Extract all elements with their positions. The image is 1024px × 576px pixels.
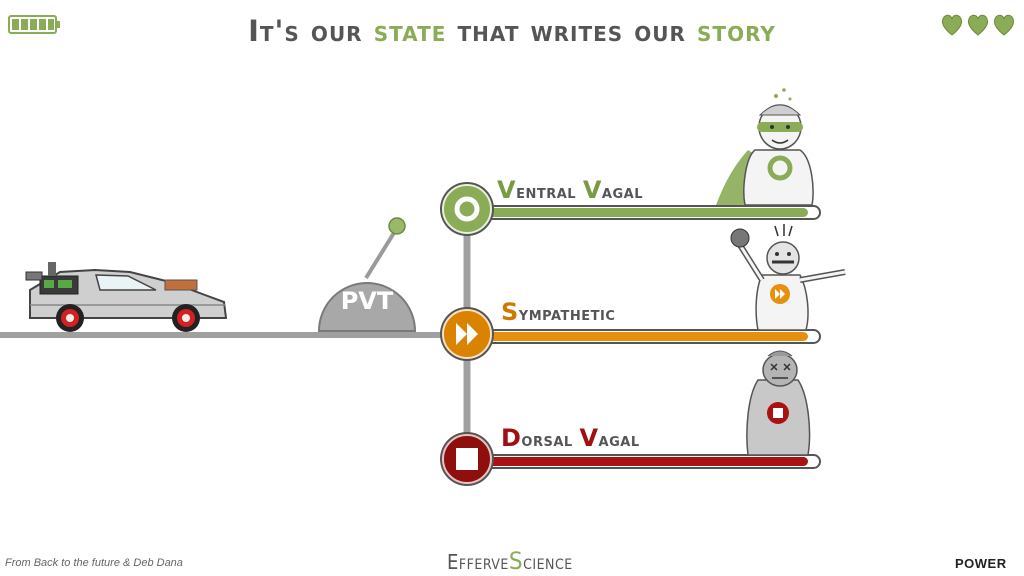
heart-icon: [968, 14, 988, 36]
fast-forward-icon: [440, 307, 494, 361]
circle-icon: [440, 182, 494, 236]
brand-logo: EfferveScience: [447, 547, 573, 575]
pvt-lever: [317, 217, 417, 332]
heart-icon: [942, 14, 962, 36]
heart-icon: [994, 14, 1014, 36]
credit-text: From Back to the future & Deb Dana: [5, 557, 183, 569]
title-part-1: It's our: [248, 14, 374, 48]
power-logo: POWER: [955, 556, 1007, 571]
ventral-character-icon: [716, 88, 814, 206]
stop-icon: [440, 432, 494, 486]
title-highlight-story: story: [697, 14, 776, 48]
hearts-indicator: [940, 12, 1018, 43]
ventral-vagal-label: Ventral Vagal: [497, 176, 643, 204]
dorsal-vagal-label: Dorsal Vagal: [501, 424, 640, 452]
page-title: It's our state that writes our story: [0, 14, 1024, 48]
sympathetic-character-icon: [730, 224, 846, 331]
title-part-2: that writes our: [446, 14, 698, 48]
battery-icon: [8, 14, 62, 41]
sympathetic-label: Sympathetic: [501, 298, 616, 326]
dorsal-character-icon: [746, 350, 811, 456]
title-highlight-state: state: [373, 14, 447, 48]
pvt-label: PVT: [340, 287, 394, 315]
delorean-car-icon: [25, 262, 228, 332]
